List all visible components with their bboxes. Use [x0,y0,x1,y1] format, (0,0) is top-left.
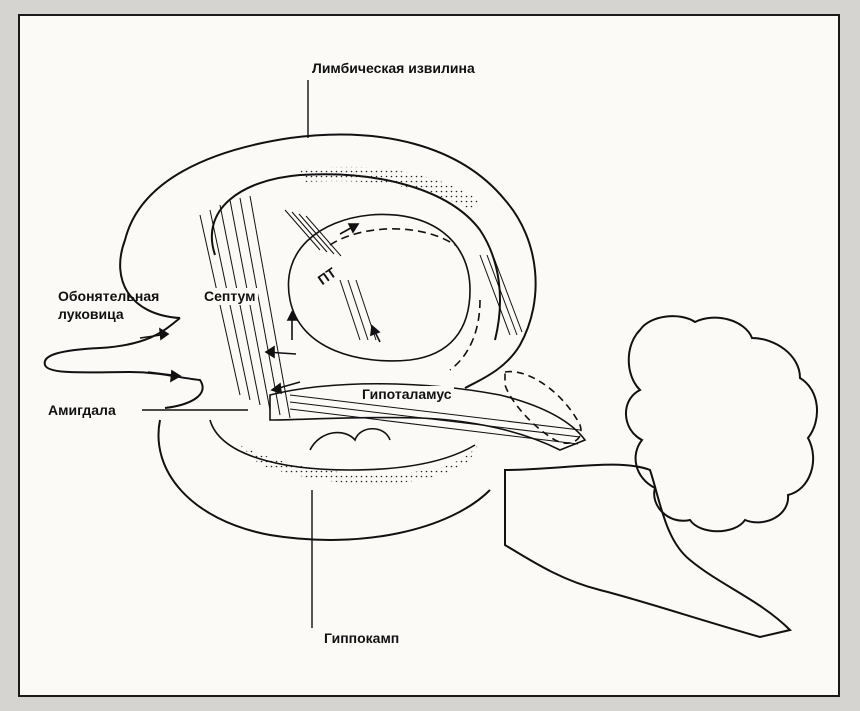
limbic-stipple [300,166,480,210]
limbic-lobe-outline [119,133,537,389]
dashed-pathway-return [449,299,481,371]
dashed-pathway [329,228,456,246]
pathway-arrows [139,223,381,395]
temporal-notch [309,427,391,451]
pituitary-capsule [504,370,582,444]
limbic-gyrus-label: Лимбическая извилина [312,60,475,76]
amygdala-label: Амигдала [48,402,116,418]
hippocampus-stipple [240,445,478,484]
hippocampus-label: Гиппокамп [324,630,400,646]
olfactory-bulb-outline [43,317,204,409]
septum-label: Септум [202,288,258,305]
hippocampus-outline [157,419,491,541]
fornix-ring [287,213,471,362]
cerebellum-outline [625,315,819,533]
fiber-hatching [199,195,581,445]
brainstem-outline [504,463,792,639]
olfactory-bulb-label-line1: Обонятельная [58,288,160,304]
olfactory-bulb-label-line2: луковица [58,306,124,322]
hippocampus-inner-outline [209,419,476,471]
hypothalamus-label: Гипоталамус [360,386,454,403]
hypothalamus-bundle [269,382,587,451]
